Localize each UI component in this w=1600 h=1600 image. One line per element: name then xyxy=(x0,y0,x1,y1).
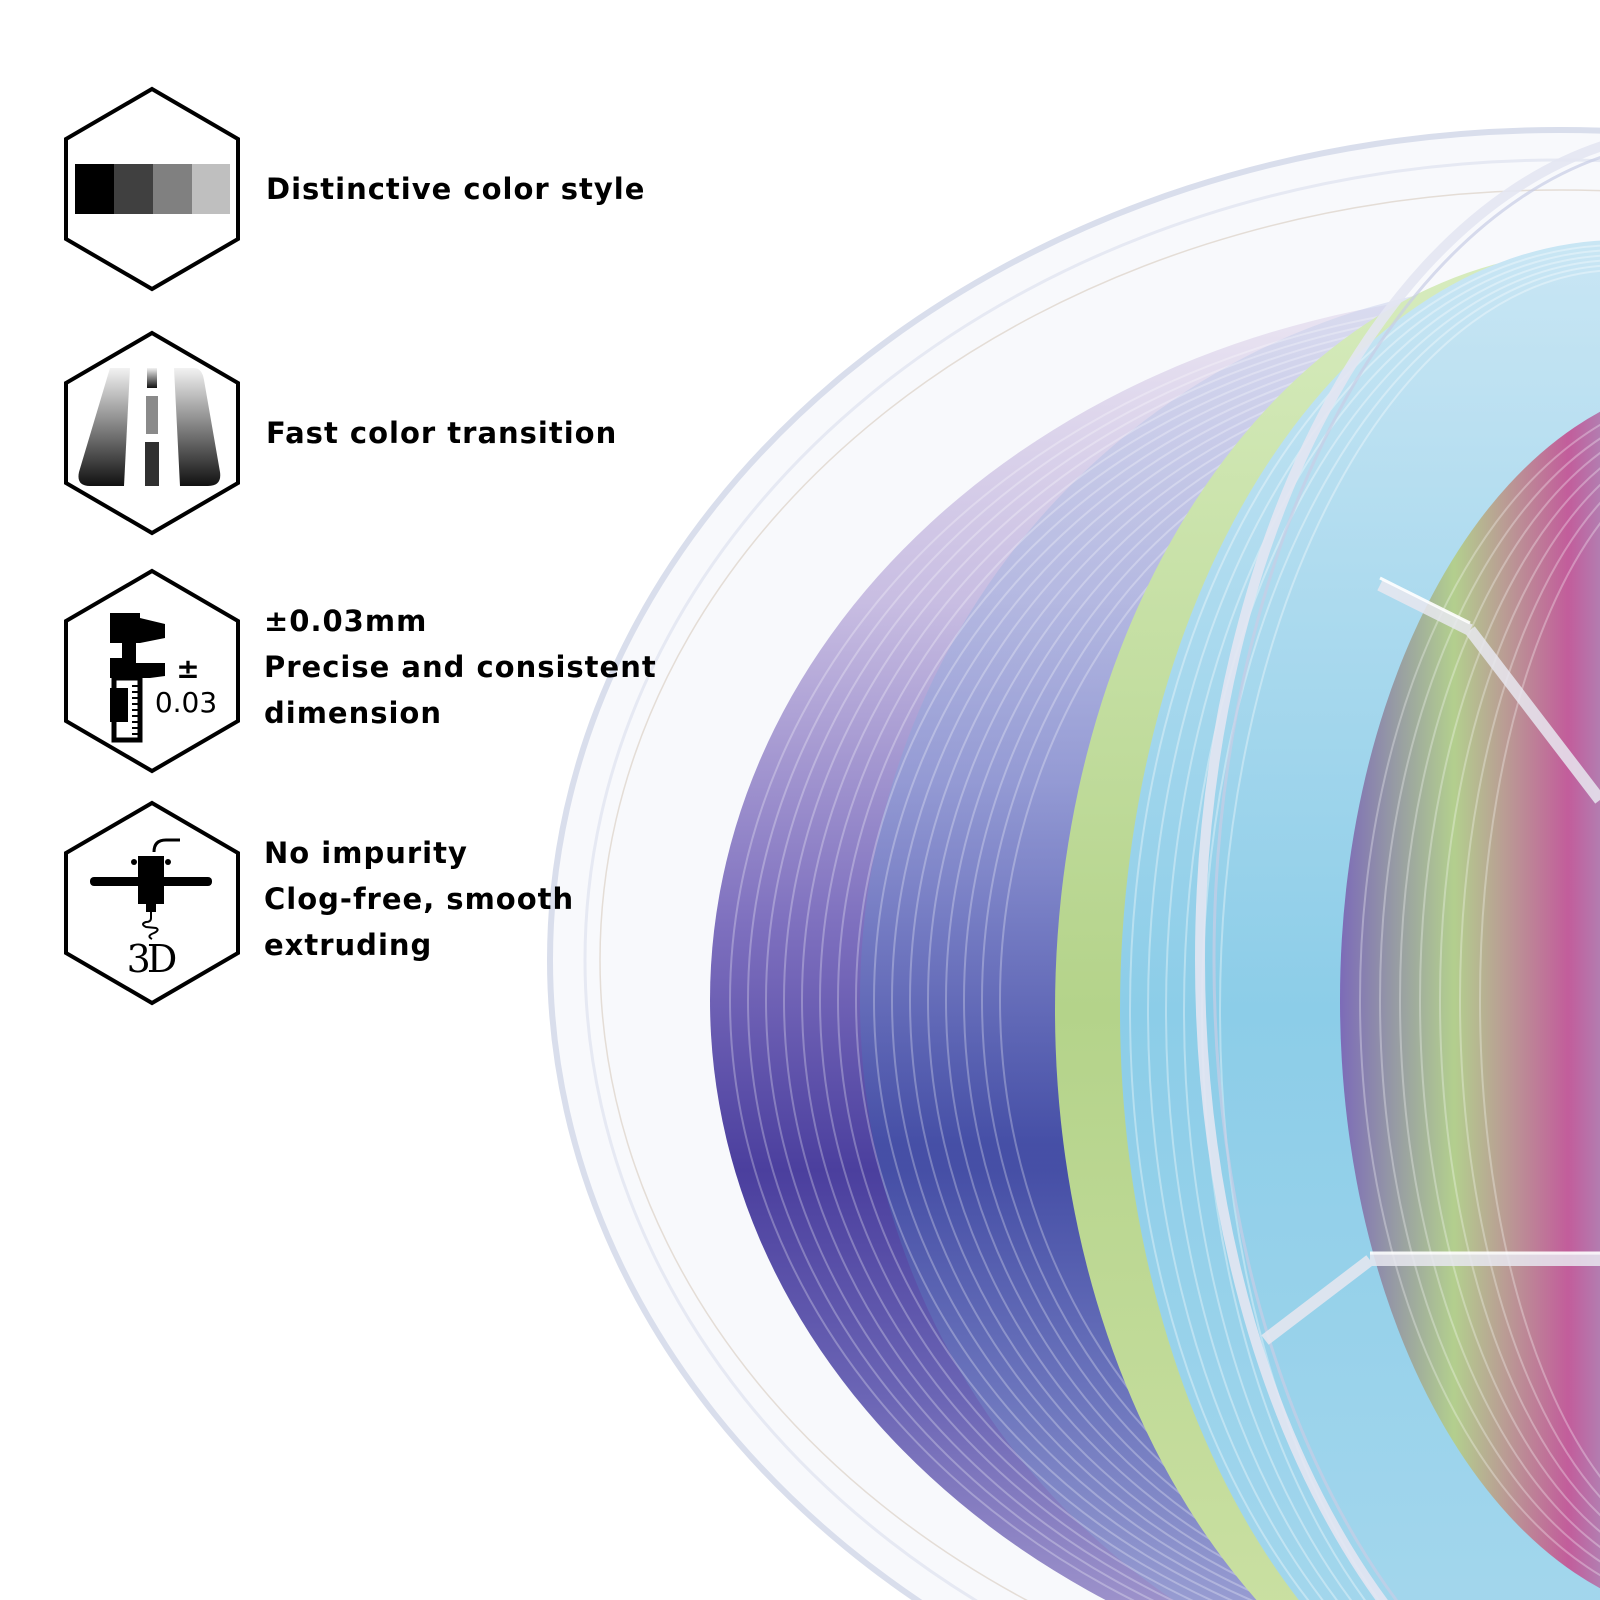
hexagon-badge xyxy=(62,330,242,536)
grayscale-swatch-icon xyxy=(75,164,230,214)
tolerance-value: 0.03 xyxy=(155,686,217,719)
3d-label: 3D xyxy=(127,937,176,981)
feature-distinctive-color: Distinctive color style xyxy=(62,86,645,292)
3d-printer-nozzle-icon: 3D xyxy=(90,838,212,981)
feature-title: ±0.03mm xyxy=(264,604,428,638)
hexagon-badge: 3D xyxy=(62,800,242,1006)
feature-description: No impurity Clog-free, smooth extruding xyxy=(264,830,574,968)
feature-title: No impurity xyxy=(264,836,468,870)
hexagon-badge xyxy=(62,86,242,292)
feature-description: Distinctive color style xyxy=(266,166,645,212)
feature-description: Fast color transition xyxy=(266,410,617,456)
feature-subtitle: dimension xyxy=(264,696,443,730)
feature-subtitle: Clog-free, smooth xyxy=(264,882,575,916)
feature-title: Distinctive color style xyxy=(266,172,646,206)
feature-description: ±0.03mm Precise and consistent dimension xyxy=(264,598,657,736)
feature-subtitle: extruding xyxy=(264,928,433,962)
road-gradient-icon xyxy=(78,368,221,486)
caliper-icon: ± 0.03 xyxy=(110,613,217,743)
feature-fast-transition: Fast color transition xyxy=(62,330,617,536)
feature-precise-dimension: ± 0.03 ±0.03mm Precise and consistent di… xyxy=(62,568,657,774)
feature-subtitle: Precise and consistent xyxy=(264,650,657,684)
feature-no-impurity: 3D No impurity Clog-free, smooth extrudi… xyxy=(62,800,574,1006)
plus-minus-symbol: ± xyxy=(176,652,199,685)
hexagon-badge: ± 0.03 xyxy=(62,568,242,774)
feature-title: Fast color transition xyxy=(266,416,618,450)
